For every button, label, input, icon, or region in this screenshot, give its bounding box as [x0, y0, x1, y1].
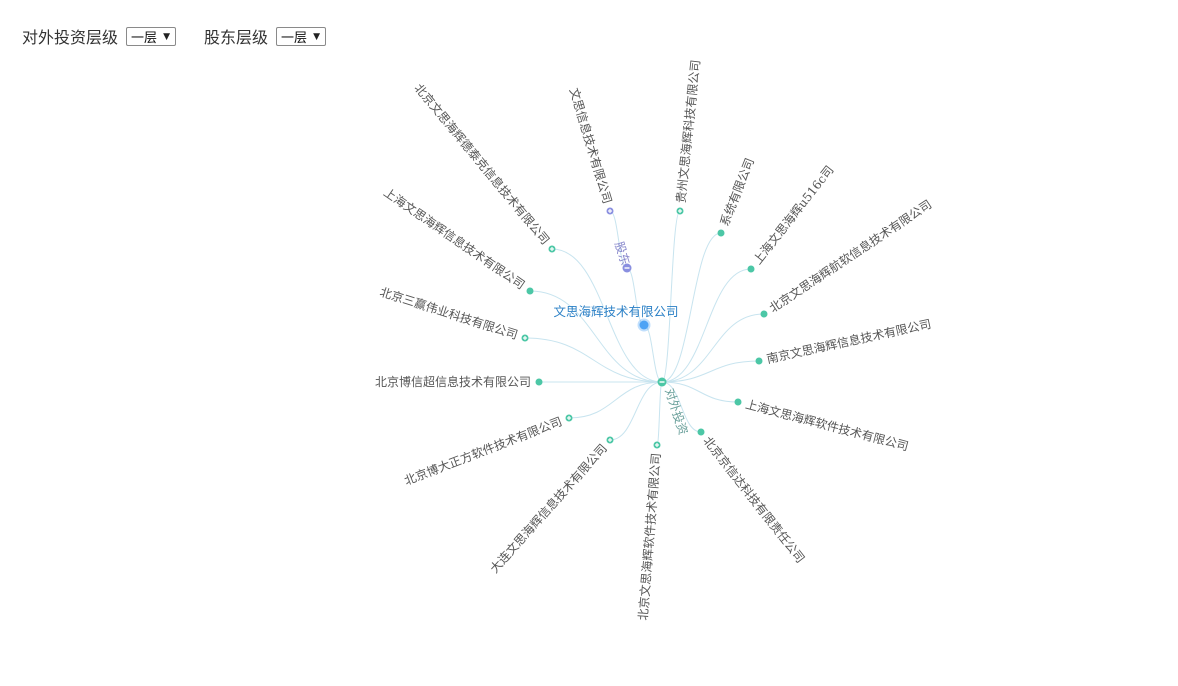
shareholder-level-label: 股东层级 [204, 28, 269, 47]
investment-node-label: 北京三赢伟业科技有限公司 [378, 284, 520, 342]
shareholder-node-label: 文思信息技术有限公司 [567, 86, 616, 205]
investment-hub-label: 对外投资 [662, 386, 691, 436]
investment-node[interactable]: 贵州文思海辉科技有限公司 [673, 59, 703, 215]
investment-node-label: 上海文思海辉u516c司 [750, 162, 837, 267]
investment-node[interactable]: 北京博信超信息技术有限公司 [375, 374, 543, 389]
root-company-label: 文思海辉技术有限公司 [553, 304, 678, 319]
investment-node[interactable]: 南京文思海辉信息技术有限公司 [755, 316, 933, 366]
link-investment [661, 381, 739, 403]
investment-level-control: 对外投资层级 一层 ▼ [22, 24, 177, 48]
investment-node-dot[interactable] [526, 287, 534, 295]
investment-node-dot[interactable] [760, 310, 768, 318]
link-investment [661, 210, 681, 383]
investment-node-label: 南京文思海辉信息技术有限公司 [765, 316, 932, 366]
investment-node[interactable]: 大连文思海辉信息技术有限公司 [487, 436, 614, 576]
investment-node[interactable]: 北京文思海辉软件技术有限公司 [635, 441, 663, 622]
investment-node[interactable]: 北京京信达科技有限责任公司 [697, 428, 808, 566]
dropdown-arrow-icon: ▼ [313, 31, 321, 42]
shareholder-node[interactable]: 文思信息技术有限公司 [567, 86, 616, 215]
investment-level-label: 对外投资层级 [22, 28, 119, 47]
link-investment [661, 360, 760, 383]
link-root-investment [643, 324, 663, 383]
link-investment [661, 268, 752, 383]
link-investment [551, 248, 663, 383]
investment-node-label: 北京京信达科技有限责任公司 [700, 434, 807, 566]
link-investment [524, 337, 663, 383]
shareholder-level-value: 一层 [281, 30, 308, 46]
link-investment [661, 232, 722, 383]
investment-node[interactable]: 上海文思海辉u516c司 [747, 162, 837, 273]
root-company-node[interactable]: 文思海辉技术有限公司 [553, 304, 679, 332]
investment-node[interactable]: 北京三赢伟业科技有限公司 [378, 284, 529, 342]
investment-node-dot[interactable] [535, 378, 543, 386]
investment-node-label: 北京文思海辉软件技术有限公司 [635, 452, 663, 621]
investment-node-label: 贵州文思海辉科技有限公司 [673, 59, 703, 204]
investment-node-label: 系统有限公司 [717, 156, 757, 228]
link-investment [609, 381, 663, 441]
investment-node-label: 北京博大正方软件技术有限公司 [402, 413, 564, 488]
link-investment [529, 290, 663, 383]
shareholder-level-select[interactable]: 一层 ▼ [276, 26, 327, 46]
investment-node-dot[interactable] [747, 265, 755, 273]
level-controls: 对外投资层级 一层 ▼ 股东层级 一层 ▼ [22, 24, 354, 48]
link-investment [661, 381, 702, 433]
investment-node-label: 北京博信超信息技术有限公司 [375, 374, 531, 389]
investment-node[interactable]: 上海文思海辉软件技术有限公司 [734, 396, 911, 454]
root-node-dot[interactable] [639, 320, 649, 330]
link-investment [661, 313, 765, 383]
shareholder-level-control: 股东层级 一层 ▼ [204, 24, 327, 48]
investment-node-label: 上海文思海辉软件技术有限公司 [744, 396, 910, 453]
investment-node[interactable]: 北京博大正方软件技术有限公司 [402, 413, 573, 488]
link-investment [656, 381, 663, 446]
link-investment [568, 381, 663, 419]
shareholder-hub-node[interactable]: 股东 [612, 240, 633, 273]
investment-node-dot[interactable] [755, 357, 763, 365]
investment-node-dot[interactable] [717, 229, 725, 237]
investment-node-dot[interactable] [734, 398, 742, 406]
investment-level-select[interactable]: 一层 ▼ [126, 26, 177, 46]
investment-node-dot[interactable] [697, 428, 705, 436]
shareholder-hub-label: 股东 [612, 240, 633, 267]
investment-node[interactable]: 系统有限公司 [717, 156, 757, 237]
investment-node-label: 大连文思海辉信息技术有限公司 [487, 441, 610, 576]
investment-hub-node[interactable]: 对外投资 [657, 377, 692, 437]
nodes-layer: 北京文思海辉德泰克信息技术有限公司上海文思海辉信息技术有限公司北京三赢伟业科技有… [375, 59, 934, 621]
investment-level-value: 一层 [131, 30, 158, 46]
dropdown-arrow-icon: ▼ [163, 31, 171, 42]
